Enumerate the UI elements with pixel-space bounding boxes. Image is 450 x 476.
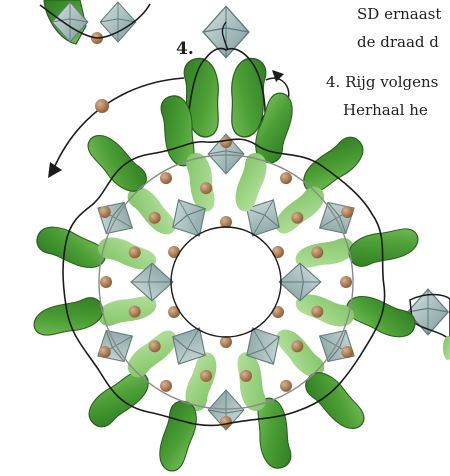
seed-bead-icon xyxy=(129,246,141,258)
seed-bead-icon xyxy=(272,246,284,258)
seed-bead-icon xyxy=(149,212,161,224)
top-left-fragment xyxy=(40,0,150,44)
seed-bead-icon xyxy=(220,416,232,428)
flower-motif xyxy=(30,90,422,474)
seed-bead-icon xyxy=(291,340,303,352)
seed-bead-icon xyxy=(311,306,323,318)
seed-bead-icon xyxy=(200,370,212,382)
crystal-bicone-icon xyxy=(279,263,321,300)
seed-bead-icon xyxy=(272,306,284,318)
seed-bead-icon xyxy=(99,206,111,218)
seed-bead-icon xyxy=(99,346,111,358)
seed-bead-icon xyxy=(341,206,353,218)
leaf-bead-icon xyxy=(122,324,182,383)
instruction-line-2: de draad d xyxy=(357,33,439,51)
instruction-line-4: Herhaal he xyxy=(343,101,428,119)
crystal-bicone-icon xyxy=(131,263,173,300)
center-thread xyxy=(171,227,281,337)
seed-bead-icon xyxy=(149,340,161,352)
step-label: 4. xyxy=(176,40,194,58)
seed-bead-icon xyxy=(129,306,141,318)
seed-bead-icon xyxy=(280,380,292,392)
seed-bead-icon xyxy=(220,336,232,348)
seed-bead-icon xyxy=(168,246,180,258)
seed-bead-icon xyxy=(220,136,232,148)
step4-top-unit xyxy=(180,6,270,148)
seed-bead-icon xyxy=(220,216,232,228)
seed-bead-icon xyxy=(160,380,172,392)
seed-bead-icon xyxy=(341,346,353,358)
instruction-line-3: 4. Rijg volgens xyxy=(326,73,438,91)
crystal-bicone-icon xyxy=(100,2,136,42)
seed-bead-icon xyxy=(168,306,180,318)
seed-bead-icon xyxy=(340,276,352,288)
seed-bead-icon xyxy=(311,246,323,258)
seed-bead-icon xyxy=(240,370,252,382)
seed-bead-icon xyxy=(280,172,292,184)
seed-bead-icon xyxy=(95,99,109,113)
seed-bead-icon xyxy=(291,212,303,224)
leaf-bead-icon xyxy=(345,221,422,272)
seed-bead-icon xyxy=(100,276,112,288)
seed-bead-icon xyxy=(160,172,172,184)
leaf-bead-icon xyxy=(270,181,330,240)
seed-bead-icon xyxy=(200,182,212,194)
instruction-line-1: SD ernaast xyxy=(357,5,441,23)
leaf-bead-icon xyxy=(156,399,200,474)
